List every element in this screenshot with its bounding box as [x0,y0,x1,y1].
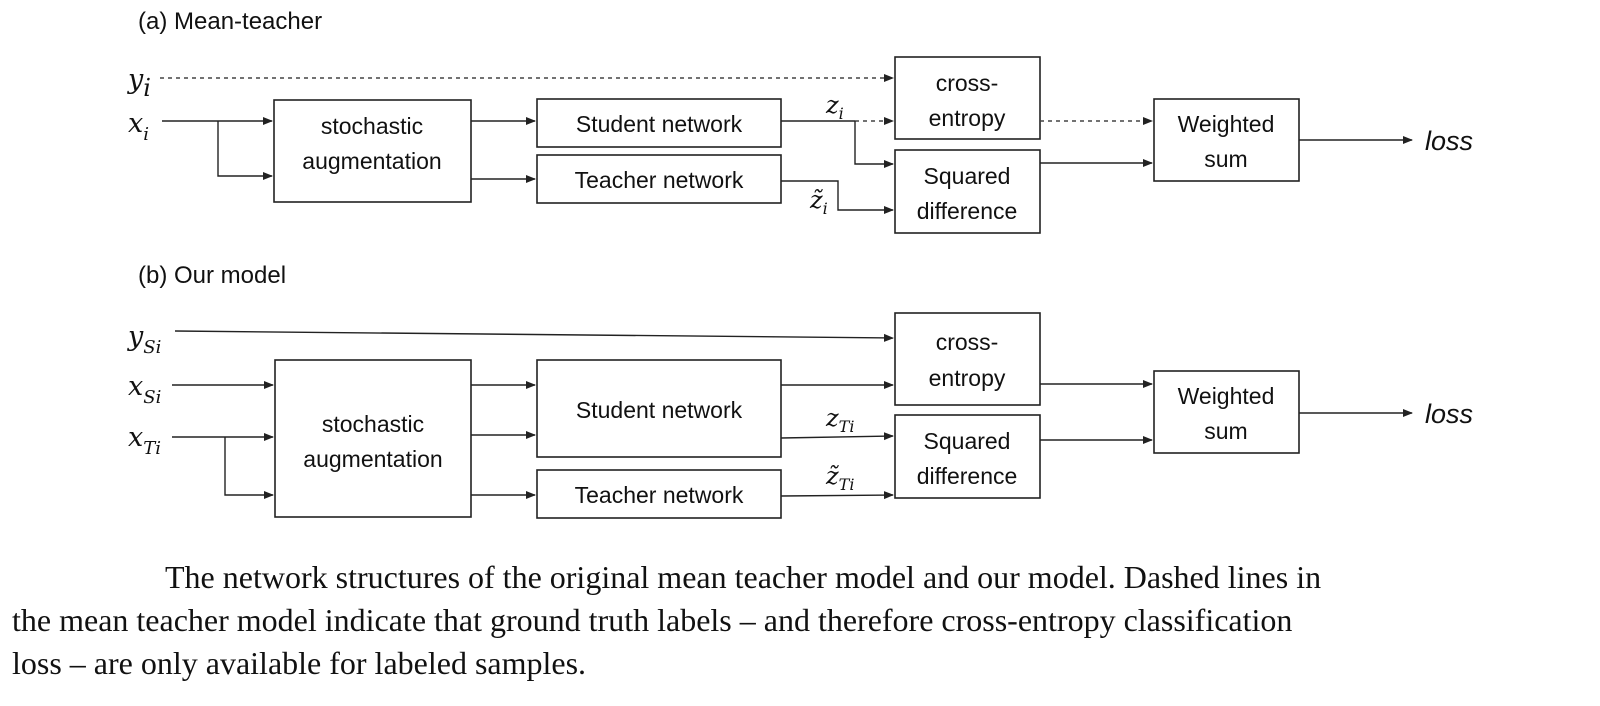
panel-b-augmentation-box [274,359,472,518]
panel-b-student-network-label: Student network [576,397,743,423]
panel-b-squared-difference-line1: Squared [924,428,1011,454]
panel-a-augmentation-line2: augmentation [302,148,441,174]
panel-a-augmentation-box [273,99,472,203]
panel-a-y-label: yi [127,64,151,102]
panel-b-loss-label: loss [1425,399,1473,429]
panel-a-student-network-box [536,98,782,148]
panel-a-student-to-squared-diff-arrow [854,121,894,168]
caption-line-2: the mean teacher model indicate that gro… [12,602,1293,638]
panel-b-teacher-network-box [536,469,782,519]
panel-a-teacher-network-box [536,154,782,204]
caption-line-1: The network structures of the original m… [165,559,1322,595]
panel-b-z-tilde-label: z̃Ti [825,462,854,494]
panel-b-teacher-to-squared-diff-arrow [780,491,894,500]
panel-b-xt-branch-arrow [224,437,274,499]
panel-b-ys-to-cross-entropy-arrow [174,330,894,342]
panel-b-weighted-sum-line1: Weighted [1178,383,1275,409]
panel-b-heading: (b) Our model [138,262,286,289]
panel-b-z-label: zTi [825,404,854,436]
panel-a-x-branch-arrow [217,121,273,180]
figure-caption: The network structures of the original m… [12,556,1592,685]
panel-b-student-to-squared-diff-arrow [780,432,894,441]
panel-a-teacher-network-label: Teacher network [575,167,744,193]
panel-b-augmentation-line1: stochastic [322,411,424,437]
panel-a-mean-teacher: (a) Mean-teacher yi xi stochastic augmen… [127,8,1473,234]
panel-a-z-label: zi [825,91,844,123]
panel-b-squared-difference-box [894,414,1041,499]
panel-a-cross-entropy-box [894,56,1041,140]
panel-a-weighted-sum-line2: sum [1204,146,1247,172]
panel-a-weighted-sum-box [1153,98,1300,182]
panel-a-squared-difference-line2: difference [917,198,1018,224]
panel-b-cross-entropy-box [894,312,1041,406]
panel-b-weighted-sum-box [1153,370,1300,454]
panel-b-squared-difference-line2: difference [917,463,1018,489]
caption-line-3: loss – are only available for labeled sa… [12,645,587,681]
panel-b-weighted-sum-line2: sum [1204,418,1247,444]
panel-b-augmentation-line2: augmentation [303,446,442,472]
panel-a-student-network-label: Student network [576,111,743,137]
panel-a-squared-difference-line1: Squared [924,163,1011,189]
panel-b-student-network-box [536,359,782,458]
panel-a-x-label: xi [128,108,149,145]
panel-b-cross-entropy-line2: entropy [929,365,1006,391]
panel-a-loss-label: loss [1425,126,1473,156]
panel-a-weighted-sum-line1: Weighted [1178,111,1275,137]
panel-a-cross-entropy-line2: entropy [929,105,1006,131]
panel-a-heading: (a) Mean-teacher [138,8,322,35]
panel-b-xs-label: xSi [128,371,161,408]
panel-a-z-tilde-label: z̃i [809,186,828,218]
panel-a-teacher-to-squared-diff-arrow [781,180,894,214]
network-structure-diagram: (a) Mean-teacher yi xi stochastic augmen… [127,8,1473,519]
panel-b-our-model: (b) Our model ySi xSi xTi stochastic aug… [127,262,1473,519]
panel-b-teacher-network-label: Teacher network [575,482,744,508]
panel-a-squared-difference-box [894,149,1041,234]
panel-a-cross-entropy-line1: cross- [936,70,999,96]
panel-b-ys-label: ySi [127,321,161,358]
panel-b-cross-entropy-line1: cross- [936,329,999,355]
panel-b-xt-label: xTi [128,422,161,459]
panel-a-augmentation-line1: stochastic [321,113,423,139]
